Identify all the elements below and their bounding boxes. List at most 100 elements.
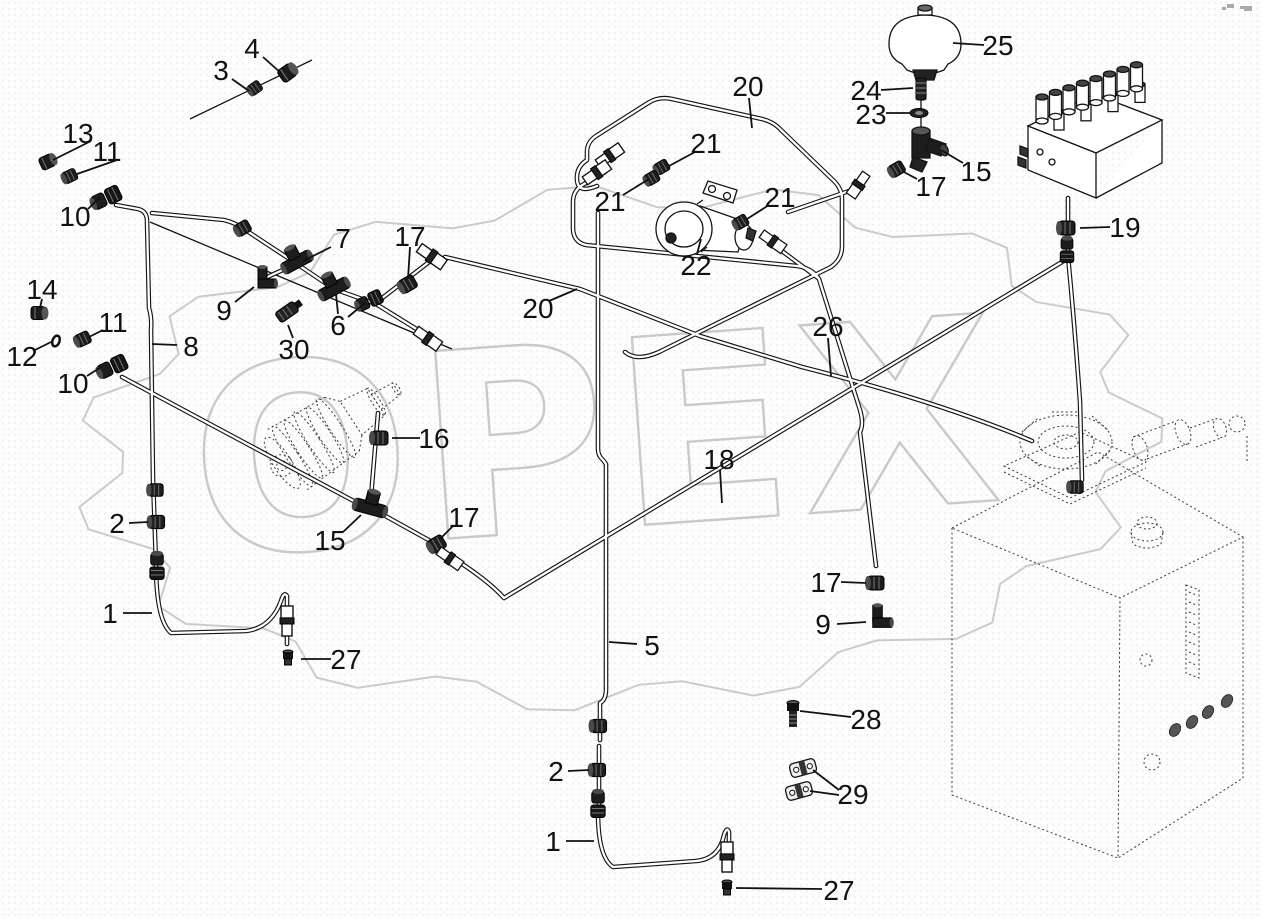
part-cap [38,152,58,171]
callout-leader [407,246,411,280]
part-hose [435,546,465,572]
callout-label: 1 [102,598,118,629]
part-bolt [786,700,800,727]
part-nut [232,219,252,238]
callout-leader [262,56,283,75]
callout-label: 14 [26,274,57,305]
part-tee [317,271,351,302]
callout-label: 23 [855,99,886,130]
part-hose [415,242,449,271]
part-hose [719,841,735,873]
part-nut [72,330,92,348]
callout-leader [231,78,250,92]
callout-label: 30 [278,334,309,365]
callout-label: 1 [545,826,561,857]
callout-label: 24 [850,75,881,106]
callout-label: 7 [335,223,351,254]
callout-leader [901,170,918,180]
callout-leader [52,140,92,161]
solenoid-coil [1062,84,1076,116]
part-hose [412,325,444,353]
callout-leader [668,151,696,167]
part-cap [277,62,299,83]
part-hose [594,141,626,169]
solenoid-coil [1116,65,1130,98]
callout-leader [1079,226,1111,229]
callout-leader [76,159,118,175]
part-elbow [872,603,894,628]
callout-label: 26 [812,311,843,342]
callout-leader [940,149,964,164]
callout-leader [335,293,339,315]
callout-label: 18 [703,444,734,475]
solenoid-coil [1102,70,1117,102]
solenoid-coil [1075,79,1090,111]
callout-label: 22 [680,250,711,281]
callout-leader [696,238,702,255]
solenoid-coil [1129,61,1144,93]
callout-label: 17 [810,567,841,598]
callout-leader [151,343,178,346]
part-nut [146,514,166,530]
corner-mark-icon [1222,4,1252,11]
part-nut [396,274,418,295]
callout-leader [608,641,638,645]
callout-label: 20 [522,293,553,324]
reference-parts [263,382,1248,859]
part-nut [369,430,389,446]
callout-label: 20 [732,71,763,102]
accumulator-dome [888,4,962,81]
part-nut [146,483,164,497]
part-cap [30,306,49,320]
callout-leader [86,366,102,377]
callout-label: 27 [330,644,361,675]
callout-label: 29 [837,779,868,810]
callout-label: 21 [690,128,721,159]
part-nut2 [354,289,384,312]
callout-label: 2 [548,756,564,787]
callout-leader [799,710,852,718]
tee-fitting-15 [909,126,949,173]
part-clamp [784,781,814,801]
solenoid-coil [1089,74,1103,107]
callout-label: 5 [644,630,660,661]
callout-leader [746,204,770,220]
callout-leader [809,790,840,796]
part-nut [886,160,906,179]
callout-leader [39,298,43,309]
part-clamp [788,758,818,778]
callout-label: 21 [594,186,625,217]
callout-label: 2 [109,508,125,539]
callout-label: 17 [394,221,425,252]
callout-leader [347,302,366,318]
callout-label: 15 [960,156,991,187]
callout-label: 17 [448,502,479,533]
callout-leader [87,196,101,210]
part-tee [280,244,314,275]
solenoid-coil [1048,88,1063,121]
callout-leader [748,97,753,129]
callout-label: 8 [183,331,199,362]
part-nut [588,718,608,734]
callout-leader [836,621,867,625]
callout-label: 15 [314,525,345,556]
callout-label: 10 [59,201,90,232]
part-stud [915,77,927,101]
callout-leader [735,887,823,890]
part-nut2 [1059,235,1075,264]
part-plug [721,879,733,896]
callout-leader [287,324,294,339]
part-nut [652,158,671,176]
part-tee [351,488,389,519]
callout-leader [827,337,832,377]
callout-leader [880,87,914,91]
part-nut [245,80,263,97]
part-hose [758,229,788,255]
callout-label: 3 [213,55,229,86]
part-ring [909,108,929,118]
part-nut [60,168,79,185]
callout-label: 13 [62,118,93,149]
pump-reference [1002,411,1248,505]
components [30,4,1164,896]
